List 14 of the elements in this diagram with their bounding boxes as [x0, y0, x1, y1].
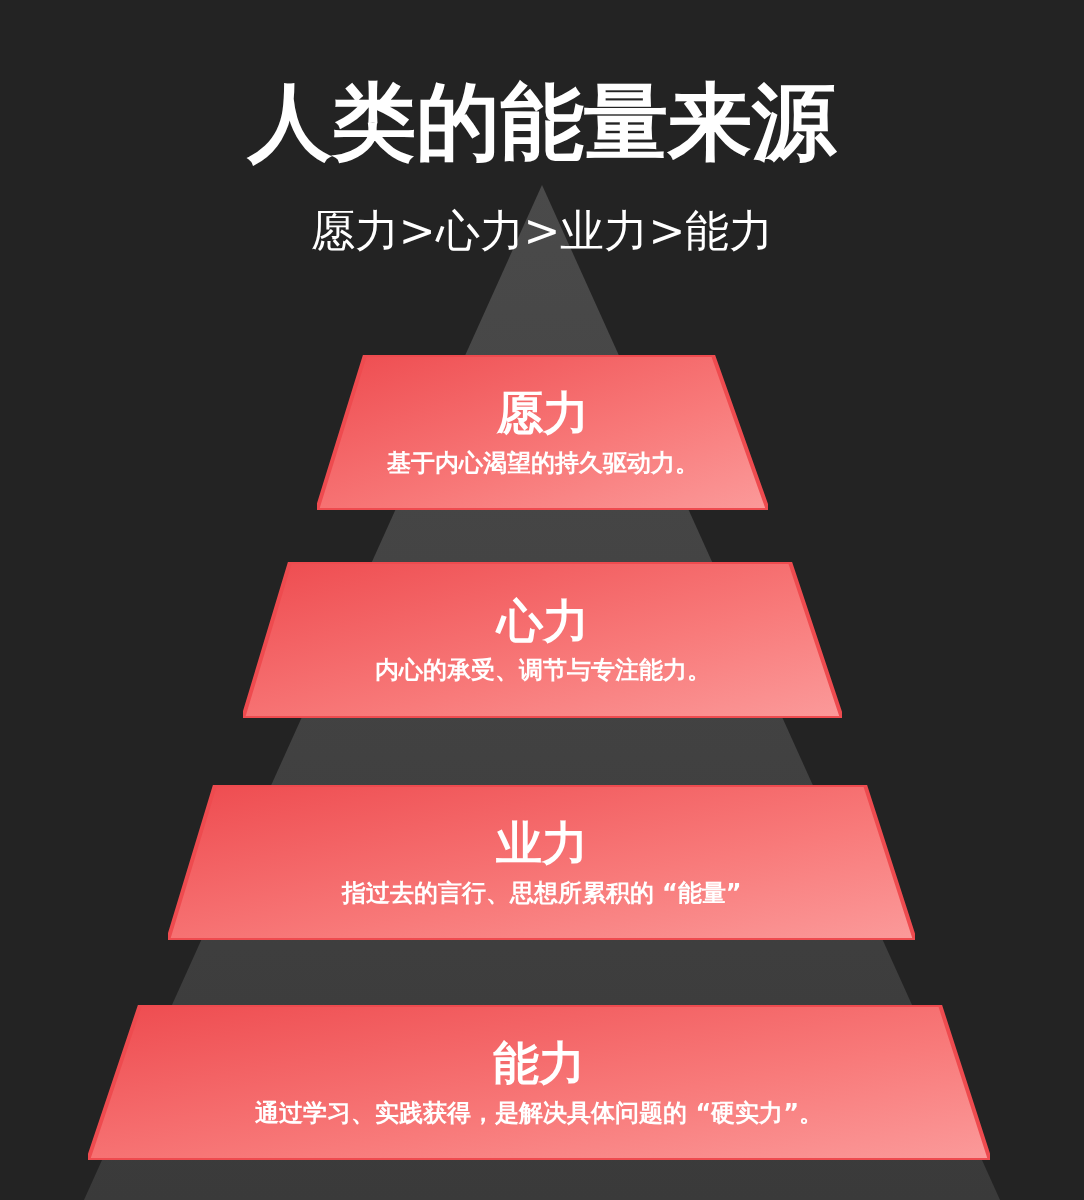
pyramid-tier	[168, 785, 915, 940]
tier-heading: 心力	[496, 593, 589, 649]
pyramid-tier	[317, 355, 768, 510]
subtitle: 愿力>心力>业力>能力	[309, 205, 775, 258]
tier-description: 基于内心渴望的持久驱动力。	[386, 447, 699, 479]
tier-description: 指过去的言行、思想所累积的 “能量”	[341, 877, 742, 909]
pyramid-tier	[88, 1005, 990, 1160]
tier-description: 内心的承受、调节与专注能力。	[374, 655, 711, 686]
tier-heading: 能力	[493, 1036, 585, 1092]
title: 人类的能量来源	[246, 72, 838, 173]
tier-heading: 业力	[495, 816, 588, 872]
pyramid-tier	[243, 562, 842, 718]
tier-description: 通过学习、实践获得，是解决具体问题的 “硬实力”。	[255, 1097, 823, 1129]
tier-heading: 愿力	[496, 386, 589, 442]
